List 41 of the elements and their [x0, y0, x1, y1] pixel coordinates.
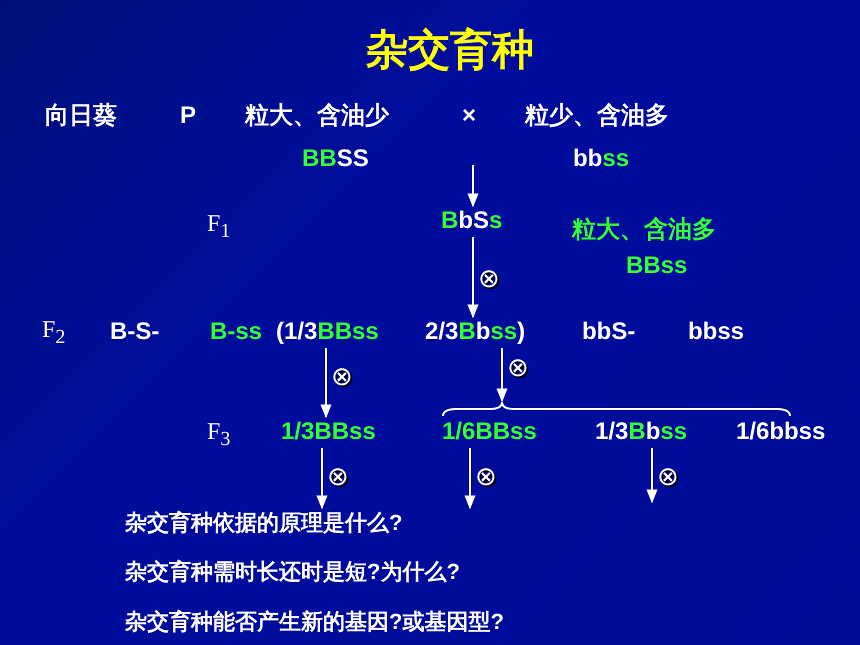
generation-label: P: [180, 102, 196, 130]
genotype-text: 1/3Bbss: [595, 418, 688, 446]
generation-label: F$_{3}$: [207, 418, 230, 452]
genotype-text: 1/3BBss: [281, 418, 376, 446]
genotype-text: B-S-: [110, 318, 160, 346]
question-text: 杂交育种需时长还时是短?为什么?: [125, 558, 460, 586]
arrow: [496, 348, 508, 402]
question-text: 杂交育种能否产生新的基因?或基因型?: [125, 608, 504, 636]
selfing-symbol: ⊗: [331, 362, 353, 390]
selfing-symbol: ⊗: [327, 462, 349, 490]
genotype-text: BbSs: [441, 207, 502, 235]
genotype-text: bbss: [688, 318, 744, 346]
arrow: [467, 165, 479, 208]
genotype-text: (1/3BBss: [276, 318, 379, 346]
arrow: [467, 237, 479, 318]
genotype-text: BBss: [626, 252, 688, 280]
cross-symbol: ×: [462, 102, 476, 130]
question-text: 杂交育种依据的原理是什么?: [125, 509, 402, 537]
trait-text: 粒少、含油多: [525, 102, 669, 130]
genotype-text: 1/6bbss: [736, 418, 826, 446]
trait-text: 粒大、含油少: [245, 102, 389, 130]
arrow: [320, 348, 332, 418]
generation-label: F$_{1}$: [207, 210, 230, 244]
selfing-symbol: ⊗: [657, 462, 679, 490]
selfing-symbol: ⊗: [478, 264, 500, 292]
plant-name: 向日葵: [45, 102, 117, 130]
genotype-text: B-ss: [210, 318, 262, 346]
genotype-text: bbS-: [582, 318, 636, 346]
selfing-symbol: ⊗: [475, 462, 497, 490]
arrow: [646, 448, 658, 504]
genotype-text: 1/6BBss: [442, 418, 537, 446]
selfing-symbol: ⊗: [507, 353, 529, 381]
generation-label: F$_{2}$: [42, 316, 66, 350]
curly-brace: [442, 401, 791, 416]
genotype-text: 2/3Bbss): [425, 318, 526, 346]
arrow: [316, 448, 328, 510]
arrow: [464, 448, 476, 510]
genotype-text: bbss: [573, 145, 630, 173]
title: 杂交育种: [366, 26, 534, 74]
genotype-text: BBSS: [302, 145, 369, 173]
trait-text: 粒大、含油多: [572, 216, 716, 244]
